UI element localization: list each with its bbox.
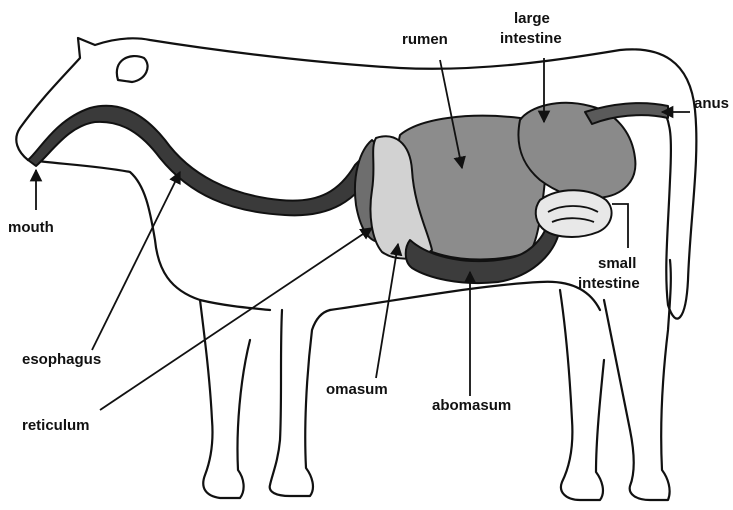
label-rumen: rumen — [402, 31, 448, 48]
label-abomasum: abomasum — [432, 397, 511, 414]
cow-hind-leg-outline — [560, 290, 604, 500]
label-large-intestine-line1: large — [514, 10, 550, 27]
label-large-intestine-line2: intestine — [500, 30, 562, 47]
label-esophagus: esophagus — [22, 351, 101, 368]
label-small-intestine-line1: small — [598, 255, 636, 272]
cow-hind-leg2-outline — [604, 260, 671, 500]
small-intestine-loop — [536, 190, 612, 237]
label-omasum: omasum — [326, 381, 388, 398]
esophagus-pointer — [92, 172, 180, 350]
label-small-intestine-line2: intestine — [578, 275, 640, 292]
label-mouth: mouth — [8, 219, 54, 236]
cow-belly-outline — [330, 282, 600, 310]
small-intestine-organ — [536, 190, 612, 237]
cow-front-leg-outline — [200, 300, 250, 498]
label-reticulum: reticulum — [22, 417, 90, 434]
esophagus-tube — [28, 106, 372, 215]
cow-ear-outline — [117, 56, 148, 82]
rectum-tube — [585, 103, 668, 124]
cow-front-leg2-outline — [270, 310, 330, 496]
label-anus: anus — [694, 95, 729, 112]
omasum-pointer — [376, 244, 398, 378]
small-intestine-pointer — [612, 204, 628, 248]
